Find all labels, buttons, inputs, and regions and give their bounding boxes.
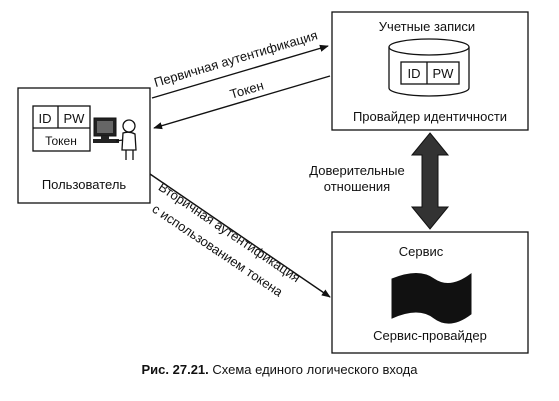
service-wave-shape [391, 272, 472, 324]
primary-auth-label: Первичная аутентификация [152, 27, 319, 90]
service-label: Сервис [399, 244, 444, 259]
identity-provider-box: Учетные записи ID PW Провайдер идентично… [331, 11, 529, 131]
service-title: Сервис-провайдер [373, 328, 487, 343]
primary-auth-arrow [151, 44, 329, 99]
figure-caption: Рис. 27.21. Схема единого логического вх… [0, 362, 559, 377]
token-arrow-label: Токен [228, 78, 265, 102]
idp-title: Провайдер идентичности [353, 109, 507, 124]
figure-caption-text: Схема единого логического входа [212, 362, 418, 377]
user-box: ID PW Токен Пользователь [17, 87, 151, 204]
trust-label-line1: Доверительные [309, 163, 404, 178]
computer-user-icon [93, 117, 137, 160]
trust-label-line2: отношения [324, 179, 390, 194]
database-icon: ID PW [388, 38, 470, 97]
token-arrow [153, 75, 331, 130]
user-token-label: Токен [45, 134, 77, 148]
secondary-auth-arrow [149, 173, 331, 298]
figure-number: Рис. 27.21. [141, 362, 209, 377]
user-id-label: ID [39, 111, 52, 126]
user-pw-label: PW [64, 111, 86, 126]
user-title: Пользователь [42, 177, 127, 192]
credentials-card: ID PW Токен [32, 105, 91, 152]
idp-id-label: ID [408, 66, 421, 81]
trust-double-arrow [410, 132, 450, 230]
service-provider-box: Сервис Сервис-провайдер [331, 231, 529, 354]
accounts-label: Учетные записи [379, 19, 475, 34]
idp-pw-label: PW [433, 66, 455, 81]
